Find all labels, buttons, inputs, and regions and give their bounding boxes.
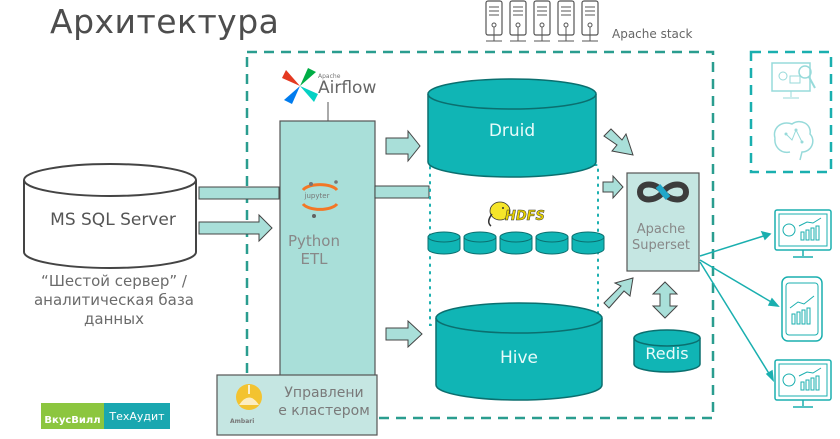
apache-stack-boundary	[245, 50, 715, 420]
mssql-database[interactable]	[23, 163, 197, 269]
python-etl-box[interactable]	[279, 120, 376, 420]
mssql-to-etl-arrow	[198, 213, 273, 243]
hive-label: Hive	[499, 348, 539, 368]
hdfs-label: HDFS	[505, 209, 545, 225]
hive-to-superset-arrow	[603, 277, 634, 309]
superset-line2: Superset	[632, 238, 690, 253]
dashboard-monitor-icon-2[interactable]	[774, 359, 832, 408]
ambari-text: Управлени е кластером	[278, 385, 370, 419]
mssql-to-etl-bar	[198, 186, 280, 200]
techaudit-logo: ТехАудит	[104, 403, 170, 429]
hdfs-datanodes	[427, 231, 605, 255]
etl-to-hdfs-bar	[374, 185, 430, 199]
superset-logo-icon	[636, 181, 690, 203]
superset-line1: Apache	[636, 222, 686, 237]
python-etl-label: Python ETL	[282, 232, 346, 268]
jupyter-logo-icon	[301, 180, 339, 218]
output-connectors	[699, 230, 780, 383]
hive-database[interactable]	[435, 302, 603, 401]
airflow-label: Airflow	[318, 78, 377, 98]
server-rack-icon	[485, 0, 599, 42]
hdfs-to-superset-arrow	[602, 174, 624, 200]
etl-to-hive-arrow	[385, 319, 423, 349]
druid-database[interactable]	[427, 78, 597, 178]
airflow-logo-icon	[282, 68, 318, 104]
dashboard-monitor-icon[interactable]	[774, 209, 832, 258]
druid-to-superset-arrow	[603, 128, 634, 156]
superset-redis-arrow	[651, 281, 679, 319]
ambari-logo-label: Ambari	[230, 418, 255, 425]
hdfs-elephant-icon	[488, 201, 511, 227]
brain-icon	[773, 120, 814, 161]
python-etl-line1: Python	[288, 232, 340, 250]
jupyter-label: jupyter	[304, 192, 330, 200]
etl-to-druid-arrow	[385, 129, 421, 163]
redis-label: Redis	[645, 344, 689, 363]
airflow-apache-label: Apache	[318, 73, 341, 80]
analytics-monitor-icon	[771, 62, 816, 99]
apache-stack-label: Apache stack	[612, 27, 693, 41]
page-title: Архитектура	[50, 2, 280, 41]
druid-label: Druid	[488, 121, 536, 141]
mssql-caption: “Шестой сервер” / аналитическая база дан…	[33, 272, 194, 328]
superset-label: Apache Superset	[628, 222, 694, 254]
ambari-logo-icon	[236, 384, 262, 410]
redis-database[interactable]	[633, 329, 701, 373]
vkusvill-logo: ВкусВилл	[41, 403, 104, 429]
analytics-ml-boundary	[749, 50, 833, 174]
dashboard-phone-icon[interactable]	[781, 276, 823, 342]
mssql-label: MS SQL Server	[50, 210, 176, 230]
python-etl-line2: ETL	[300, 250, 328, 268]
